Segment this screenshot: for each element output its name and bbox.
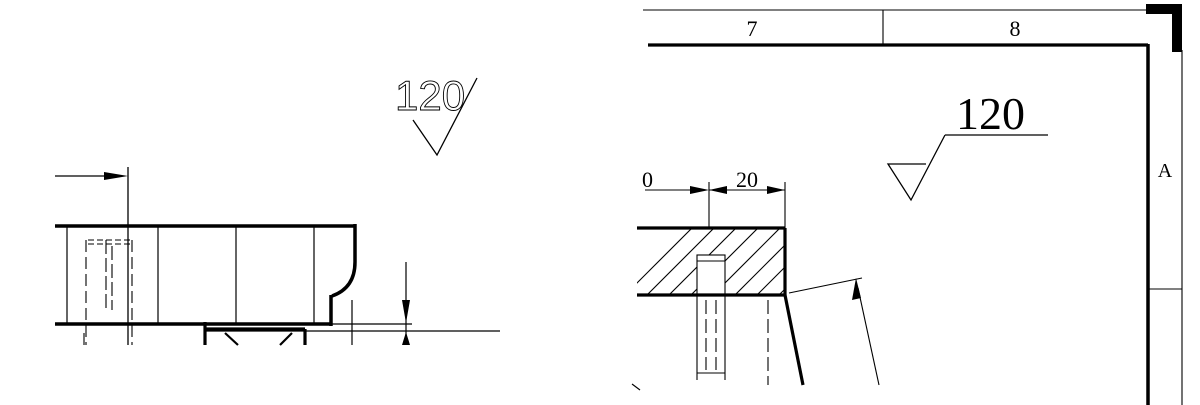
right-dim-arrow-left — [690, 186, 709, 194]
title-block: 7 8 A — [643, 4, 1183, 405]
right-angle-leader — [857, 287, 880, 386]
right-hatched-section — [637, 220, 876, 320]
right-dim-arrow-mid-right — [767, 186, 785, 194]
right-bottom-fragment — [631, 383, 641, 391]
right-tapered-side — [783, 294, 805, 386]
left-part-outline — [55, 224, 357, 326]
right-dim-value-partial: 0 — [642, 167, 653, 192]
right-hatch-lines — [637, 220, 876, 320]
left-top-dimension — [55, 167, 129, 345]
left-step-hatch-1 — [224, 332, 239, 346]
right-hole-mask — [697, 255, 725, 295]
left-dim-arrow-down — [402, 300, 410, 323]
right-top-dimensions: 0 20 — [642, 167, 786, 228]
right-roughness-value: 120 — [956, 88, 1025, 139]
hatch-5 — [712, 228, 781, 295]
left-roughness-value: 120 — [395, 72, 465, 119]
right-angle-arrow — [852, 278, 861, 300]
right-roughness-symbol: 120 — [886, 88, 1048, 202]
right-dim-arrow-mid-left — [709, 186, 727, 194]
hatch-8 — [778, 288, 785, 295]
hatch-6 — [734, 244, 785, 295]
hatch-7 — [756, 266, 785, 295]
right-drawing: 7 8 A 120 0 20 — [631, 4, 1183, 405]
left-hidden-hole — [85, 239, 133, 345]
title-block-column-7: 7 — [747, 16, 758, 41]
hatch-1 — [637, 228, 693, 284]
frame-corner-mark — [1146, 4, 1182, 14]
left-lower-step — [203, 322, 307, 346]
hatch-2 — [646, 228, 715, 295]
frame-corner-mark-vertical — [1172, 4, 1182, 52]
left-top-dim-arrow — [104, 172, 128, 180]
left-drawing: 120 — [55, 72, 500, 346]
title-block-column-8: 8 — [1010, 16, 1021, 41]
left-part-fillet-curve — [331, 261, 357, 298]
right-hidden-lines — [696, 295, 769, 385]
right-dim-value-20: 20 — [736, 167, 758, 192]
left-roughness-check-mark — [412, 77, 478, 157]
title-block-row-a: A — [1158, 160, 1173, 182]
hatch-9 — [776, 220, 876, 320]
right-angle-dimension — [788, 277, 880, 386]
left-dim-arrow-up — [402, 332, 410, 345]
hatch-3 — [668, 228, 737, 295]
left-step-hatch-2 — [279, 332, 293, 346]
right-angle-ext — [788, 277, 863, 294]
right-roughness-triangle — [886, 134, 946, 202]
left-roughness-symbol: 120 — [395, 72, 478, 157]
left-right-dimension — [205, 262, 500, 345]
